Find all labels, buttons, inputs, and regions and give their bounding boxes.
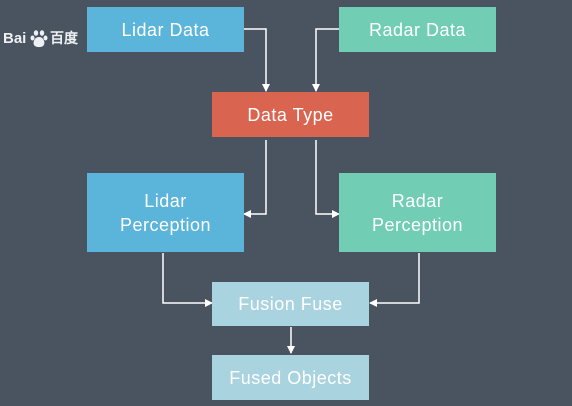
arrow-radar-perception-to-fusion — [369, 253, 420, 307]
watermark-text-right: 百度 — [50, 30, 79, 46]
arrow-data-type-to-lidar-perception — [243, 140, 267, 218]
node-radar-data: Radar Data — [339, 7, 496, 52]
node-lidar-data: Lidar Data — [87, 7, 244, 52]
arrow-lidar-perception-to-fusion — [162, 253, 213, 307]
arrow-data-type-to-radar-perception — [315, 140, 340, 218]
baidu-watermark-logo: Bai 百度 — [3, 30, 79, 48]
node-radar-perception: Radar Perception — [339, 173, 496, 252]
arrow-radar-data-to-data-type — [312, 28, 339, 92]
node-fusion-fuse: Fusion Fuse — [212, 282, 369, 326]
arrow-lidar-data-to-data-type — [244, 28, 270, 92]
node-lidar-perception: Lidar Perception — [87, 173, 244, 252]
watermark-text-left: Bai — [3, 30, 26, 47]
paw-icon — [30, 30, 48, 48]
node-data-type: Data Type — [212, 92, 369, 137]
node-fused-objects: Fused Objects — [212, 355, 369, 400]
